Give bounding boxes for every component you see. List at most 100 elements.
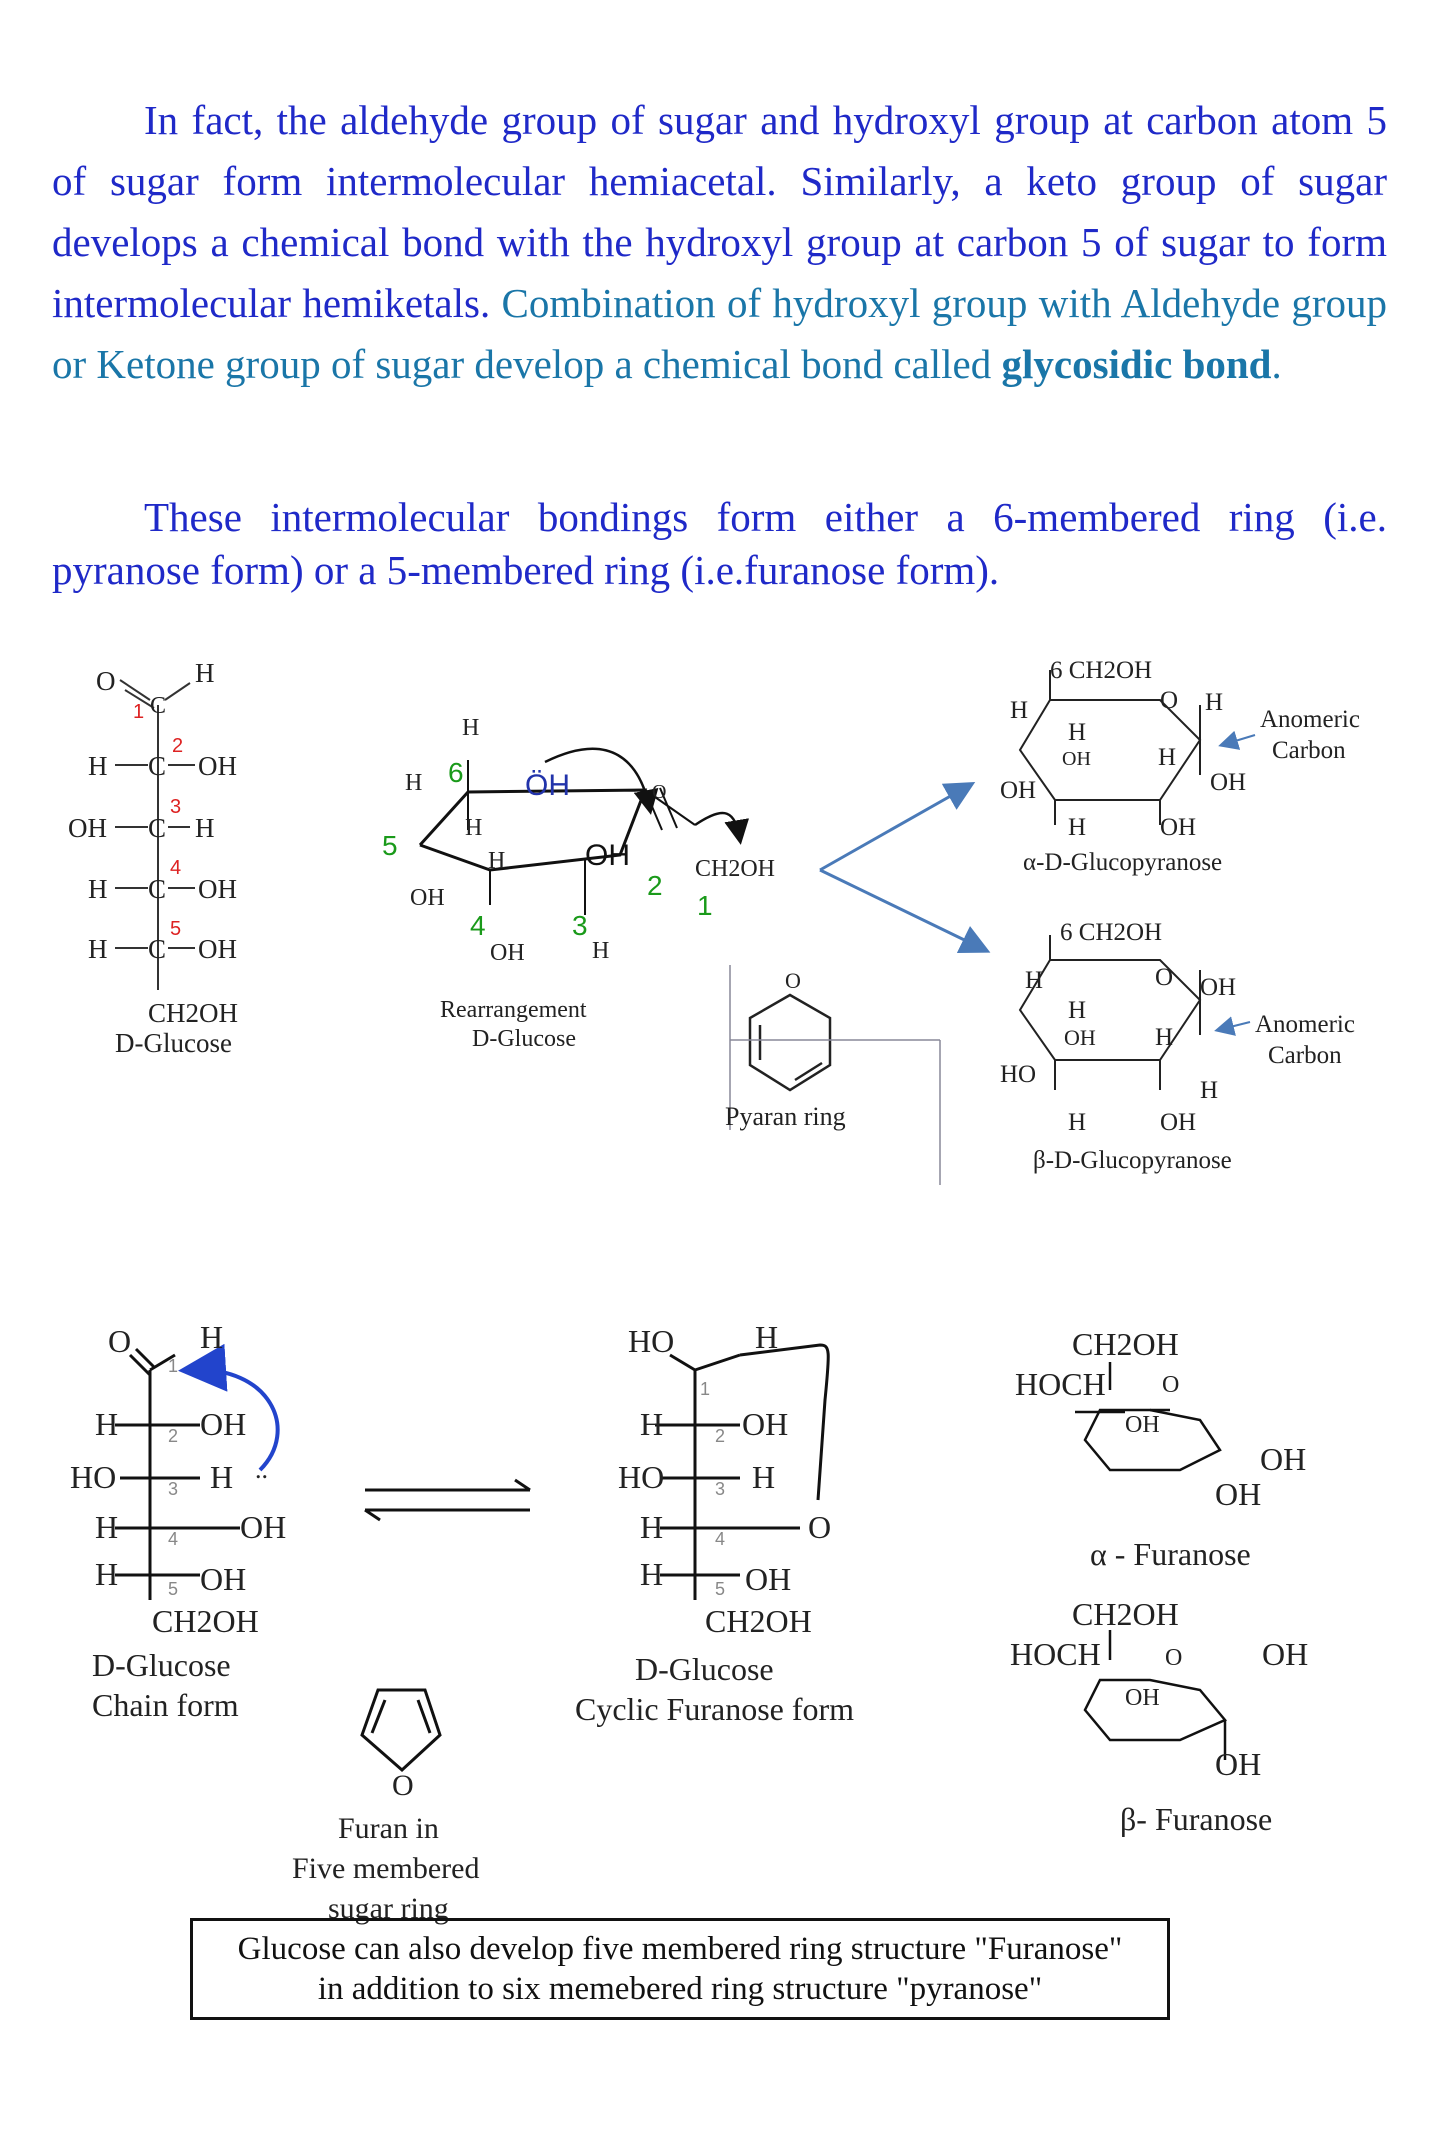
oh-label: OH xyxy=(240,1509,286,1545)
anomeric-arrow xyxy=(1218,730,1256,750)
alpha-furanose xyxy=(1075,1362,1222,1472)
furan-label: Furan in xyxy=(338,1812,439,1845)
oh-label: OH xyxy=(198,751,237,781)
o-label: O xyxy=(652,781,666,803)
carbon-number: 5 xyxy=(715,1579,725,1599)
ch2oh-label: CH2OH xyxy=(705,1603,812,1639)
ch2oh-label: CH2OH xyxy=(152,1603,259,1639)
furan-ring xyxy=(360,1688,442,1773)
oh-label: OH xyxy=(585,839,630,872)
o-label: O xyxy=(1160,687,1178,714)
oh-label: OH xyxy=(1064,1025,1096,1050)
d-glucose-label: D-Glucose xyxy=(115,1028,232,1058)
h-label: H xyxy=(1025,967,1043,994)
oh-label: OH xyxy=(200,1406,246,1442)
oh-label: OH xyxy=(198,934,237,964)
paragraph-hemiacetal: In fact, the aldehyde group of sugar and… xyxy=(52,90,1387,395)
carbon-number: 1 xyxy=(700,1379,710,1399)
pyran-ring xyxy=(729,965,941,1185)
h-label: H xyxy=(640,1509,663,1545)
h-label: H xyxy=(1068,814,1086,841)
cyclic-label: D-Glucose xyxy=(635,1651,774,1687)
h-label: H xyxy=(88,751,108,781)
c-label: C xyxy=(150,693,166,719)
oh-label: OH xyxy=(490,940,525,966)
o-label: O xyxy=(108,1323,131,1359)
oh-label: OH xyxy=(200,1561,246,1597)
oh-label: OH xyxy=(68,813,107,843)
ch2oh-label: CH2OH xyxy=(695,856,775,882)
pyran-label: Pyaran ring xyxy=(725,1102,846,1131)
h-label: H xyxy=(592,938,609,964)
carbon-number: 3 xyxy=(168,1479,178,1499)
glucose-cyclic-furanose xyxy=(655,1343,830,1600)
oh-label: OH xyxy=(1125,1412,1160,1438)
h-label: H xyxy=(462,715,479,741)
oh-label: OH xyxy=(410,885,445,911)
o-label: O xyxy=(785,968,801,993)
h-label: H xyxy=(195,658,215,688)
oh-label: OH xyxy=(1160,1109,1196,1136)
ch2oh-label: CH2OH xyxy=(1072,1596,1179,1632)
o-label: O xyxy=(1155,964,1173,991)
h-label: H xyxy=(488,848,505,874)
h-label: H xyxy=(405,770,422,796)
five-membered-label: Five membered xyxy=(292,1852,479,1885)
c6-ch2oh-label: 6 CH2OH xyxy=(1050,657,1152,684)
h-label: H xyxy=(95,1556,118,1592)
oh-label: OH xyxy=(1160,814,1196,841)
beta-glucopyranose xyxy=(1018,935,1202,1090)
o-label: O xyxy=(1165,1645,1182,1671)
carbon-number: 4 xyxy=(168,1529,178,1549)
o-label: O xyxy=(808,1509,831,1545)
h-label: H xyxy=(1205,689,1223,716)
beta-furanose xyxy=(1083,1630,1228,1760)
o-label: O xyxy=(392,1769,414,1802)
anomeric-arrow xyxy=(1214,1016,1251,1036)
h-label: H xyxy=(1010,697,1028,724)
o-label: O xyxy=(1162,1372,1179,1398)
anomeric-carbon-label: Carbon xyxy=(1268,1042,1342,1069)
paragraph-ring-forms: These intermolecular bondings form eithe… xyxy=(52,491,1387,597)
paragraph-1-part-a: In fact, the aldehyde group of sugar and… xyxy=(52,97,1387,326)
oh-label: OH xyxy=(745,1561,791,1597)
ch2oh-label: CH2OH xyxy=(148,998,238,1028)
hoch-label: HOCH xyxy=(1015,1366,1106,1402)
carbon-number: 1 xyxy=(697,890,713,921)
carbon-number: 4 xyxy=(715,1529,725,1549)
oh-label: OH xyxy=(1000,777,1036,804)
carbon-number: 6 xyxy=(448,757,464,788)
rearrangement-label: Rearrangement xyxy=(440,997,587,1023)
h-label: H xyxy=(752,1459,775,1495)
paragraph-1-part-b: Combination of hydroxyl group with Aldeh… xyxy=(52,280,1388,387)
cyclic-furanose-label: Cyclic Furanose form xyxy=(575,1691,854,1727)
h-label: H xyxy=(195,813,215,843)
anomeric-carbon-label: Carbon xyxy=(1272,737,1346,764)
carbon-number: 2 xyxy=(647,870,663,901)
h-label: H xyxy=(1158,744,1176,771)
h-label: H xyxy=(640,1556,663,1592)
rearrangement-glucose xyxy=(418,747,750,915)
h-label: H xyxy=(755,1319,778,1355)
glucose-chain-form xyxy=(115,1343,280,1600)
lone-pair-dots: .. xyxy=(255,1455,268,1484)
ho-label: HO xyxy=(1000,1061,1036,1088)
alpha-glucopyranose xyxy=(1018,670,1202,825)
carbon-number: 4 xyxy=(470,910,486,941)
beta-furanose-label: β- Furanose xyxy=(1120,1801,1272,1837)
oh-label: OH xyxy=(1215,1746,1261,1782)
carbon-number: 5 xyxy=(170,918,181,940)
equilibrium-arrows xyxy=(364,1478,531,1522)
carbon-number: 2 xyxy=(715,1426,725,1446)
ho-label: HO xyxy=(70,1459,116,1495)
furanose-note-box: Glucose can also develop five membered r… xyxy=(190,1918,1170,2020)
paragraph-1-end: . xyxy=(1271,341,1282,387)
glycosidic-bond-term: glycosidic bond xyxy=(1001,341,1272,387)
chain-form-label: Chain form xyxy=(92,1687,239,1723)
carbon-number: 5 xyxy=(168,1579,178,1599)
h-label: H xyxy=(1068,997,1086,1024)
oh-label: OH xyxy=(1260,1441,1306,1477)
carbon-number: 1 xyxy=(168,1356,178,1376)
h-label: H xyxy=(95,1406,118,1442)
